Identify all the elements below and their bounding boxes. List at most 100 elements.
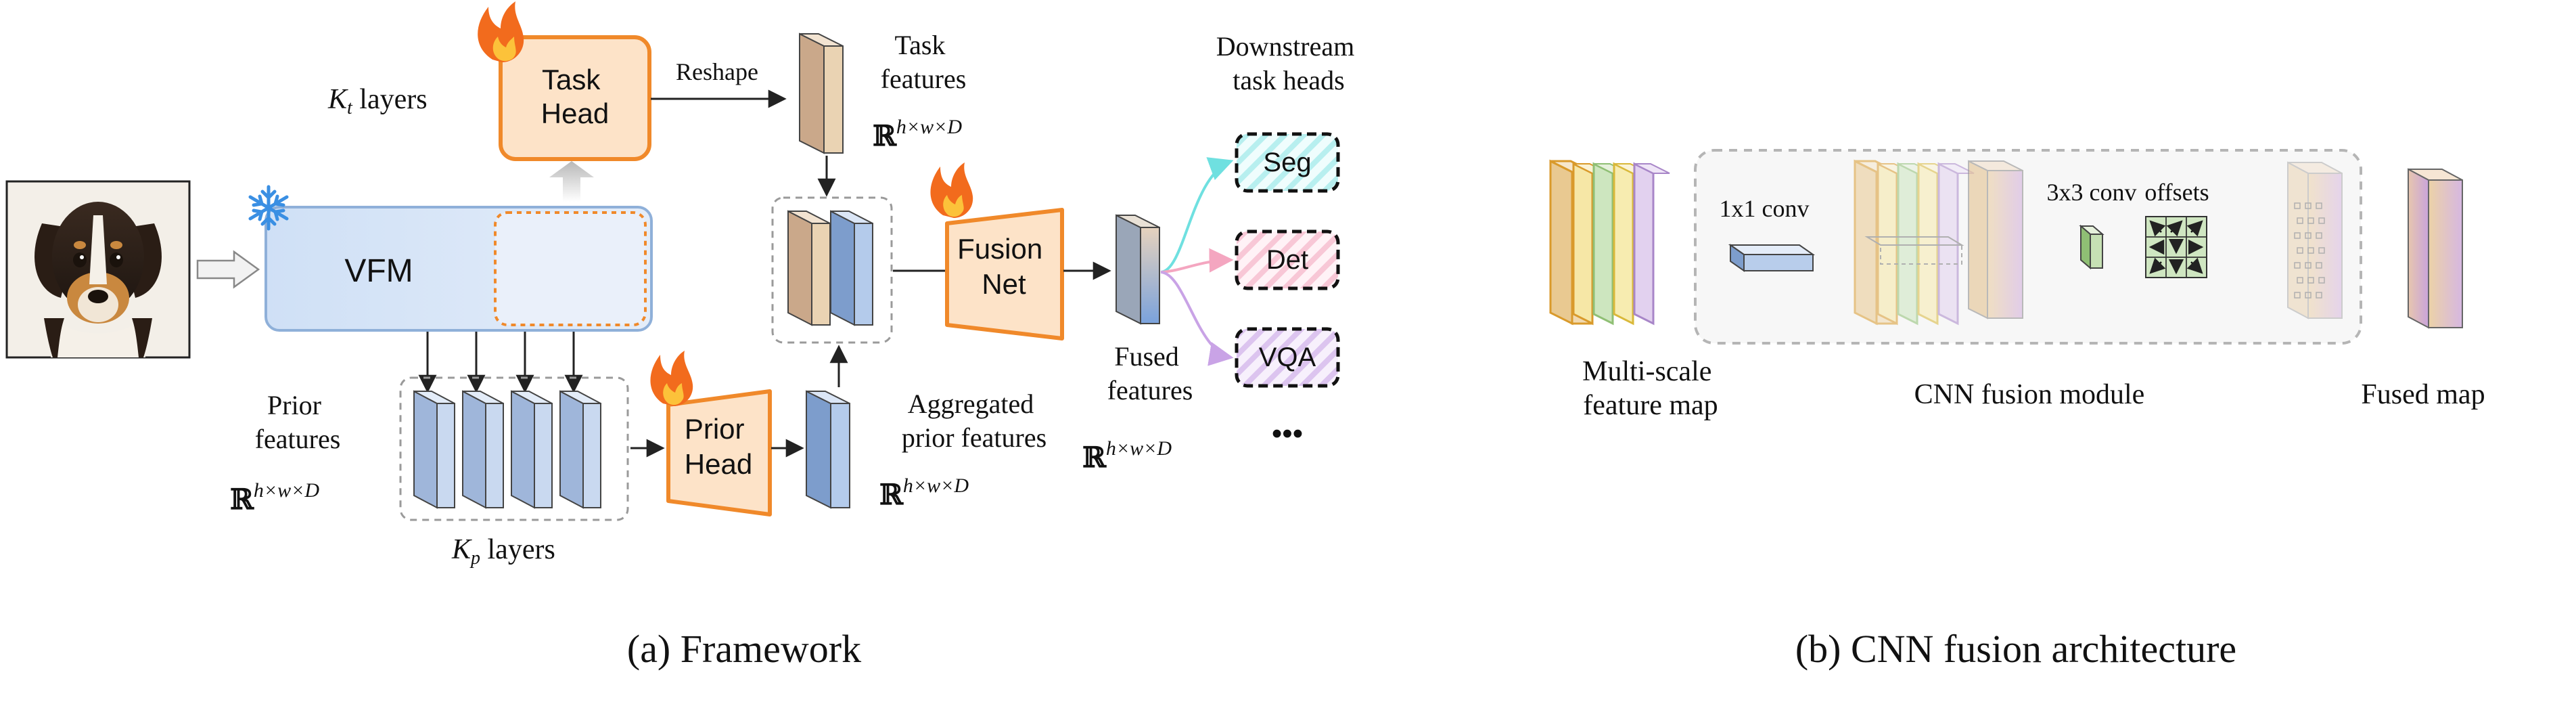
downstream-line2: task heads	[1233, 65, 1345, 95]
kt-sub: t	[347, 97, 353, 118]
det-head-label: Det	[1266, 245, 1308, 275]
sampling-point	[2297, 217, 2303, 224]
slab-layer	[1917, 162, 1939, 326]
prior-head-label: Prior Head	[685, 413, 752, 480]
sampling-point	[2316, 202, 2322, 209]
fusion-net-block: Fusion Net	[945, 208, 1064, 340]
fused-features-cuboid	[1116, 214, 1160, 325]
prior-layer-1	[413, 390, 455, 509]
projected-feature-map	[1968, 160, 2023, 320]
task-head-line2: Head	[541, 97, 609, 129]
multiscale-label: Multi-scale feature map	[1582, 356, 1719, 421]
aggregated-label: Aggregated prior features	[902, 389, 1046, 453]
aggregated-dim-sup: h×w×D	[903, 475, 969, 497]
real-symbol: ℝ	[230, 483, 254, 516]
task-head-label: Task Head	[541, 64, 609, 129]
prior-layer-stack	[413, 390, 601, 509]
kt-suffix: layers	[352, 84, 428, 115]
sampling-point	[2316, 292, 2322, 299]
kp-sym: K	[451, 534, 472, 565]
slab-layer	[1937, 162, 1959, 326]
task-features-line2: features	[881, 64, 967, 94]
cnn-caption: (b) CNN fusion architecture	[1795, 627, 2236, 671]
prior-layer-4	[559, 390, 601, 509]
multiscale-line2: feature map	[1583, 390, 1718, 421]
slab-side	[1549, 159, 1573, 326]
prior-head-line2: Head	[685, 448, 752, 480]
sampling-point	[2318, 247, 2325, 254]
kernel-outline-top	[1864, 236, 1964, 246]
seg-branch-arrow	[1160, 157, 1234, 273]
prior-features-dim: ℝh×w×D	[230, 479, 319, 516]
sampling-point	[2305, 202, 2312, 209]
fusion-net-line1: Fusion	[957, 233, 1042, 265]
prior-features-dim-sup: h×w×D	[254, 479, 319, 502]
sampling-point	[2318, 217, 2325, 224]
prior-features-group	[399, 376, 629, 521]
downstream-line1: Downstream	[1216, 31, 1354, 62]
more-heads-ellipsis: •••	[1272, 417, 1303, 450]
conv1-kernel	[1728, 244, 1816, 272]
prior-layer-3	[511, 390, 553, 509]
prior-layer-side	[559, 390, 584, 509]
offset-cell	[2186, 257, 2207, 278]
conv1-label: 1x1 conv	[1720, 195, 1810, 222]
vfm-block: VFM	[264, 206, 653, 332]
downstream-label: Downstream task heads	[1216, 31, 1361, 95]
task-head-block: Task Head	[499, 35, 651, 161]
aggregated-line1: Aggregated	[908, 389, 1034, 419]
sampling-point	[2316, 262, 2322, 269]
kt-sym: K	[327, 84, 348, 115]
offset-arrow	[2166, 220, 2183, 237]
sampling-point	[2316, 232, 2322, 239]
seg-head: Seg	[1235, 132, 1340, 193]
det-branch-arrow	[1160, 248, 1234, 273]
fused-map-label: Fused map	[2361, 379, 2485, 410]
sampling-point	[2318, 277, 2325, 284]
slab-layer-top	[1634, 163, 1670, 174]
task-features-cuboid	[799, 32, 844, 154]
kernel-outline	[1880, 244, 1962, 265]
puppy-photo	[5, 180, 191, 359]
fusion-net-line2: Net	[982, 268, 1026, 300]
vfm-to-prior-arrows	[418, 332, 583, 393]
prior-features-label: Prior features	[255, 390, 341, 454]
prior-layer-side	[511, 390, 535, 509]
prior-layer-front	[534, 403, 553, 508]
flame-icon	[650, 351, 693, 406]
slab-layer	[1592, 162, 1614, 326]
slab-layer	[1613, 162, 1634, 326]
prior-features-line1: Prior	[267, 390, 321, 420]
slab-layer	[1572, 162, 1594, 326]
fused-features-dim: ℝh×w×D	[1082, 437, 1172, 474]
sampling-point	[2307, 247, 2314, 254]
multiscale-feature-stack	[1549, 159, 1670, 326]
real-symbol: ℝ	[873, 119, 897, 152]
input-arrow	[196, 250, 260, 289]
task-features-label: Task features	[881, 30, 967, 94]
kp-sub: p	[469, 548, 480, 569]
real-symbol: ℝ	[879, 478, 904, 511]
flame-icon	[478, 1, 524, 62]
fused-features-label: Fused features	[1107, 341, 1193, 405]
det-head: Det	[1235, 229, 1340, 290]
sampling-point	[2307, 217, 2314, 224]
sampling-point	[2305, 262, 2312, 269]
reshape-label: Reshape	[676, 58, 758, 85]
prior-layer-side	[462, 390, 486, 509]
fused-features-dim-sup: h×w×D	[1106, 437, 1172, 460]
slab-layer	[1897, 162, 1918, 326]
fused-features-line2: features	[1107, 375, 1193, 405]
prior-layer-front	[582, 403, 601, 508]
prior-layer-side	[413, 390, 438, 509]
fusion-net-label: Fusion Net	[957, 233, 1051, 300]
sampling-point	[2294, 292, 2301, 299]
cnn-module-label: CNN fusion module	[1914, 379, 2145, 410]
seg-head-label: Seg	[1263, 148, 1311, 177]
prior-features-line2: features	[255, 424, 341, 454]
framework-caption: (a) Framework	[627, 627, 861, 671]
sampling-point	[2294, 202, 2301, 209]
multiscale-line1: Multi-scale	[1582, 356, 1711, 387]
snowflake-icon	[248, 185, 289, 231]
feature-pair-group	[771, 196, 893, 344]
